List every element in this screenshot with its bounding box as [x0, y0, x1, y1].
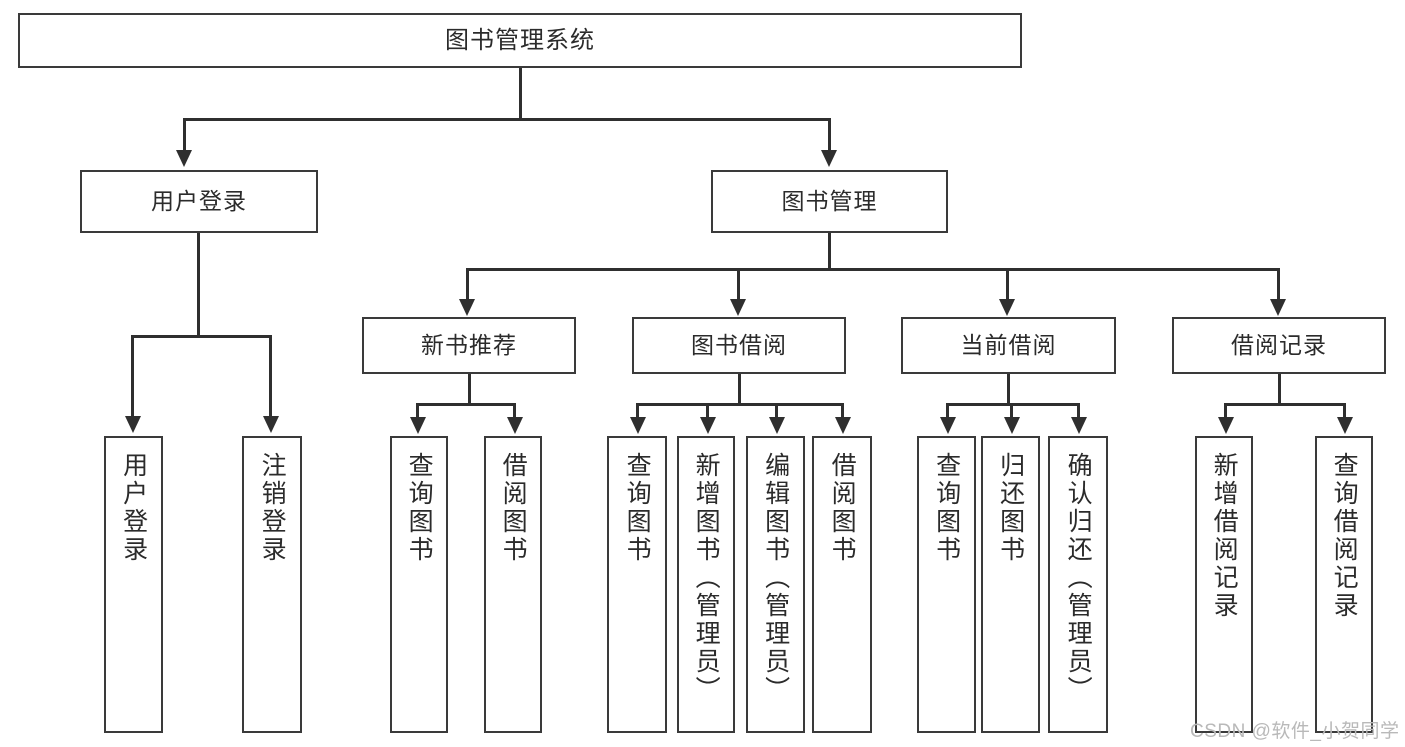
- leaf-logout[interactable]: 注销登录: [242, 436, 302, 733]
- edge-br-child-2: [1343, 403, 1346, 419]
- node-label: 查询图书: [623, 452, 652, 564]
- edge-nbr-child-2: [513, 403, 516, 419]
- node-borrow-record[interactable]: 借阅记录: [1172, 317, 1386, 374]
- arrowhead-bm-child-4: [1270, 299, 1286, 316]
- edge-cb-child-2: [1010, 403, 1013, 419]
- node-label: 归还图书: [996, 452, 1025, 564]
- node-label: 新增图书（管理员）: [692, 452, 721, 704]
- edge-cb-stem: [1007, 374, 1010, 403]
- leaf-user-login[interactable]: 用户登录: [104, 436, 163, 733]
- arrowhead-bb-child-1: [630, 417, 646, 434]
- edge-root-bus: [183, 118, 831, 121]
- node-label: 新书推荐: [421, 332, 517, 359]
- node-label: 编辑图书（管理员）: [761, 452, 790, 704]
- arrowhead-cb-child-1: [940, 417, 956, 434]
- node-label: 注销登录: [258, 452, 287, 564]
- edge-book-management-bus: [466, 268, 1279, 271]
- leaf-query-book-bb[interactable]: 查询图书: [607, 436, 667, 733]
- leaf-add-book-admin[interactable]: 新增图书（管理员）: [677, 436, 735, 733]
- edge-user-login-stem: [197, 233, 200, 335]
- edge-root-stem: [519, 68, 522, 118]
- arrowhead-cb-child-3: [1071, 417, 1087, 434]
- edge-bb-bus: [636, 403, 843, 406]
- arrowhead-bm-child-3: [999, 299, 1015, 316]
- node-label: 借阅图书: [499, 452, 528, 564]
- edge-br-stem: [1278, 374, 1281, 403]
- edge-user-login-child-1: [131, 335, 134, 418]
- node-current-borrow[interactable]: 当前借阅: [901, 317, 1116, 374]
- edge-bm-child-2: [737, 268, 740, 301]
- node-label: 借阅图书: [828, 452, 857, 564]
- arrowhead-br-child-1: [1218, 417, 1234, 434]
- edge-user-login-bus: [131, 335, 271, 338]
- node-book-management[interactable]: 图书管理: [711, 170, 948, 233]
- edge-br-bus: [1224, 403, 1346, 406]
- leaf-edit-book-admin[interactable]: 编辑图书（管理员）: [746, 436, 805, 733]
- edge-cb-child-1: [946, 403, 949, 419]
- arrowhead-nbr-child-1: [410, 417, 426, 434]
- edge-bb-child-4: [841, 403, 844, 419]
- edge-user-login-child-2: [269, 335, 272, 418]
- leaf-confirm-return-admin[interactable]: 确认归还（管理员）: [1048, 436, 1108, 733]
- edge-cb-child-3: [1077, 403, 1080, 419]
- node-label: 用户登录: [119, 452, 148, 564]
- leaf-query-book-nbr[interactable]: 查询图书: [390, 436, 448, 733]
- edge-bb-child-1: [636, 403, 639, 419]
- node-label: 图书管理: [781, 188, 878, 215]
- arrowhead-bb-child-4: [835, 417, 851, 434]
- edge-bm-child-1: [466, 268, 469, 301]
- edge-nbr-stem: [468, 374, 471, 403]
- arrowhead-bm-child-1: [459, 299, 475, 316]
- node-label: 查询图书: [405, 452, 434, 564]
- edge-br-child-1: [1224, 403, 1227, 419]
- node-label: 查询借阅记录: [1330, 452, 1359, 620]
- node-label: 用户登录: [151, 188, 247, 215]
- edge-bb-stem: [738, 374, 741, 403]
- arrowhead-book-manage: [821, 150, 837, 167]
- node-user-login[interactable]: 用户登录: [80, 170, 318, 233]
- node-root-system[interactable]: 图书管理系统: [18, 13, 1022, 68]
- arrowhead-user-login-child-2: [263, 416, 279, 433]
- leaf-add-borrow-record[interactable]: 新增借阅记录: [1195, 436, 1253, 733]
- leaf-return-book[interactable]: 归还图书: [981, 436, 1040, 733]
- edge-bb-child-2: [706, 403, 709, 419]
- node-book-borrow[interactable]: 图书借阅: [632, 317, 846, 374]
- node-label: 查询图书: [932, 452, 961, 564]
- node-new-book-recommend[interactable]: 新书推荐: [362, 317, 576, 374]
- edge-nbr-child-1: [416, 403, 419, 419]
- arrowhead-nbr-child-2: [507, 417, 523, 434]
- edge-bm-child-3: [1006, 268, 1009, 301]
- edge-to-user-login: [183, 118, 186, 152]
- arrowhead-bb-child-2: [700, 417, 716, 434]
- node-label: 确认归还（管理员）: [1064, 452, 1093, 704]
- leaf-query-book-cb[interactable]: 查询图书: [917, 436, 976, 733]
- leaf-borrow-book-nbr[interactable]: 借阅图书: [484, 436, 542, 733]
- node-label: 新增借阅记录: [1210, 452, 1239, 620]
- edge-nbr-bus: [416, 403, 516, 406]
- edge-book-management-stem: [828, 233, 831, 268]
- node-label: 图书管理系统: [445, 26, 595, 54]
- arrowhead-user-login-child-1: [125, 416, 141, 433]
- leaf-borrow-book-bb[interactable]: 借阅图书: [812, 436, 872, 733]
- edge-bb-child-3: [775, 403, 778, 419]
- node-label: 图书借阅: [691, 332, 787, 359]
- node-label: 借阅记录: [1231, 332, 1327, 359]
- arrowhead-user-login: [176, 150, 192, 167]
- arrowhead-cb-child-2: [1004, 417, 1020, 434]
- edge-bm-child-4: [1277, 268, 1280, 301]
- leaf-query-borrow-record[interactable]: 查询借阅记录: [1315, 436, 1373, 733]
- arrowhead-bm-child-2: [730, 299, 746, 316]
- arrowhead-bb-child-3: [769, 417, 785, 434]
- edge-to-book-manage: [828, 118, 831, 152]
- csdn-watermark: CSDN @软件_小贺同学: [1190, 721, 1400, 742]
- arrowhead-br-child-2: [1337, 417, 1353, 434]
- node-label: 当前借阅: [960, 332, 1057, 359]
